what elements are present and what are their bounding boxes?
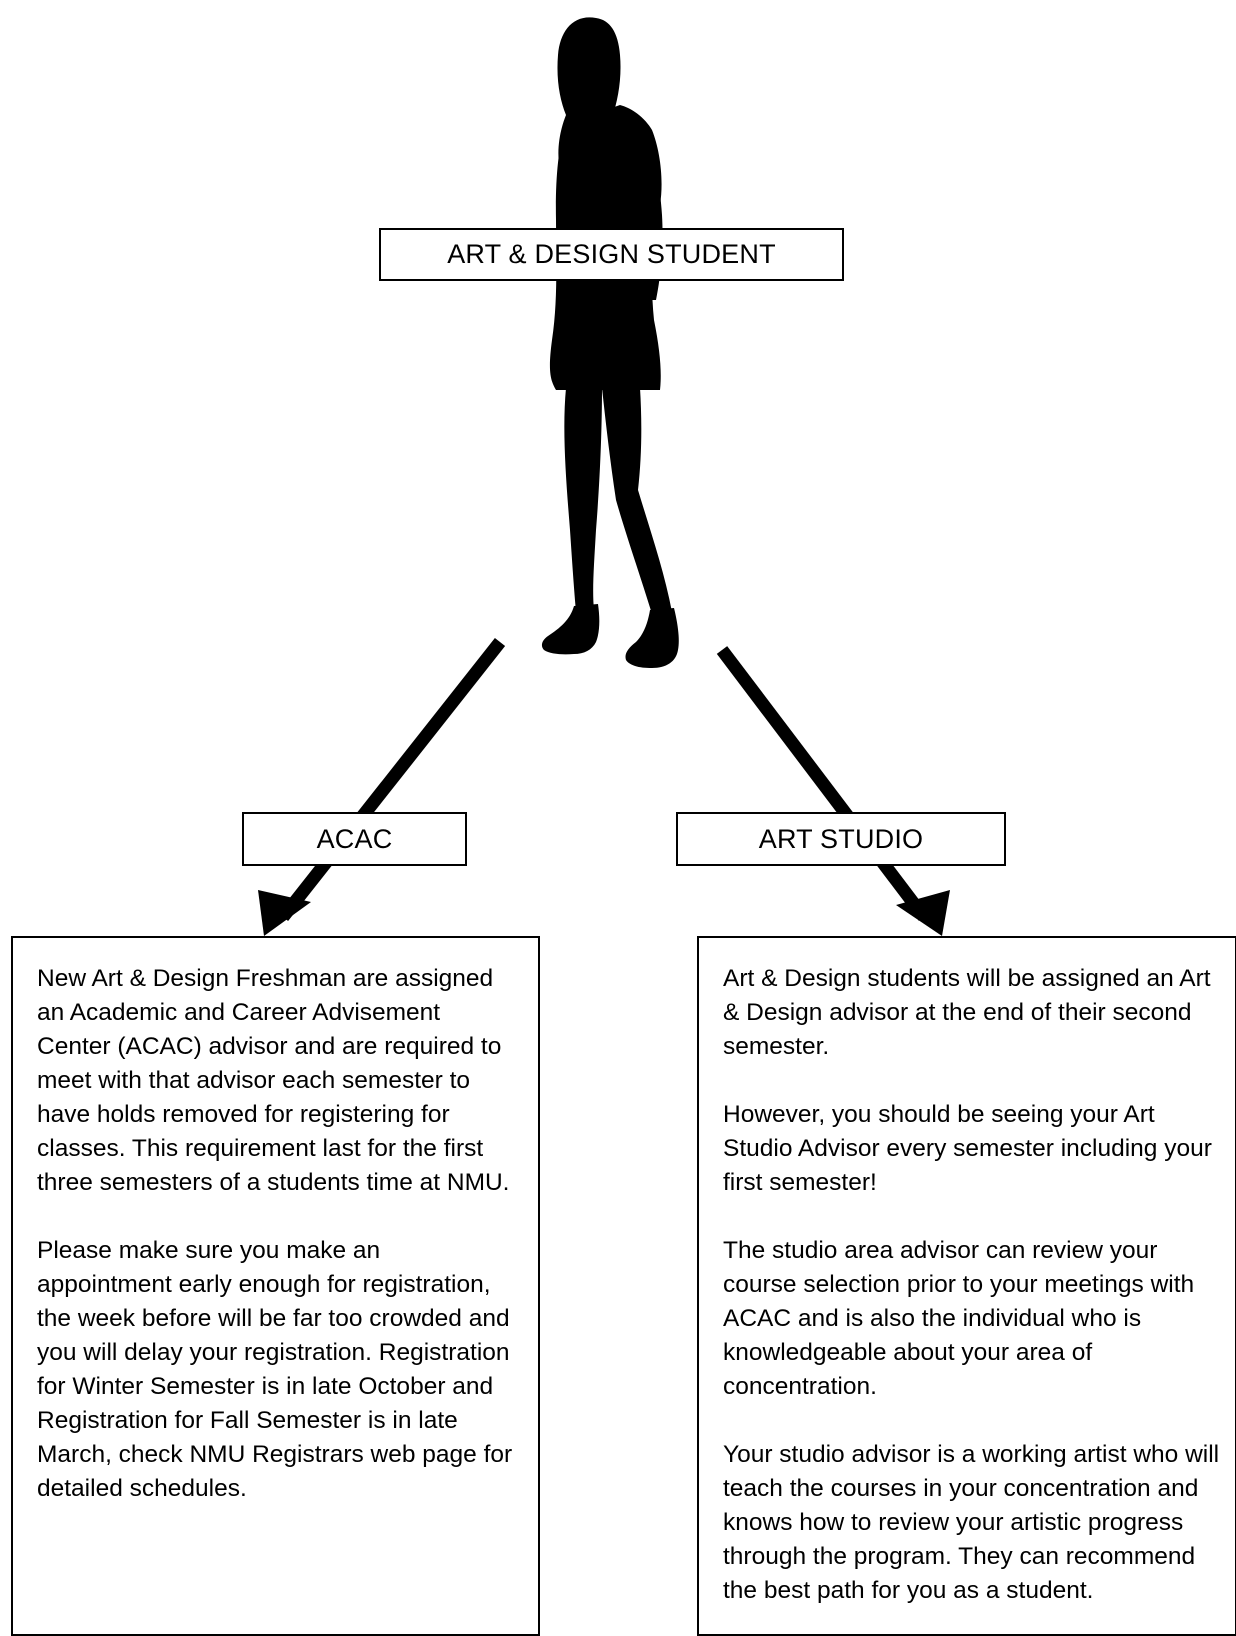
art-studio-paragraph: However, you should be seeing your Art S… bbox=[723, 1101, 1212, 1196]
silhouette-leg-right bbox=[602, 388, 672, 614]
acac-node-label: ACAC bbox=[316, 823, 393, 854]
silhouette-leg-left bbox=[564, 388, 602, 612]
acac-node: ACAC bbox=[242, 812, 467, 866]
art-studio-paragraph: Your studio advisor is a working artist … bbox=[723, 1441, 1220, 1604]
arrow-to-art-studio bbox=[716, 646, 950, 936]
art-studio-node-label: ART STUDIO bbox=[758, 823, 924, 854]
art-studio-description-box: Art & Design students will be assigned a… bbox=[697, 936, 1236, 1636]
acac-paragraph: Please make sure you make an appointment… bbox=[37, 1237, 513, 1502]
student-silhouette-image bbox=[541, 17, 679, 668]
arrow-to-acac bbox=[258, 637, 506, 936]
student-node: ART & DESIGN STUDENT bbox=[379, 228, 844, 281]
silhouette-boot-left bbox=[541, 604, 600, 655]
student-node-label: ART & DESIGN STUDENT bbox=[447, 239, 776, 269]
art-studio-node: ART STUDIO bbox=[676, 812, 1006, 866]
art-studio-paragraph: The studio area advisor can review your … bbox=[723, 1237, 1195, 1400]
acac-description-box: New Art & Design Freshman are assigned a… bbox=[11, 936, 540, 1636]
silhouette-boot-right bbox=[625, 608, 679, 668]
art-studio-paragraph: Art & Design students will be assigned a… bbox=[723, 965, 1211, 1060]
acac-paragraph: New Art & Design Freshman are assigned a… bbox=[37, 965, 510, 1196]
